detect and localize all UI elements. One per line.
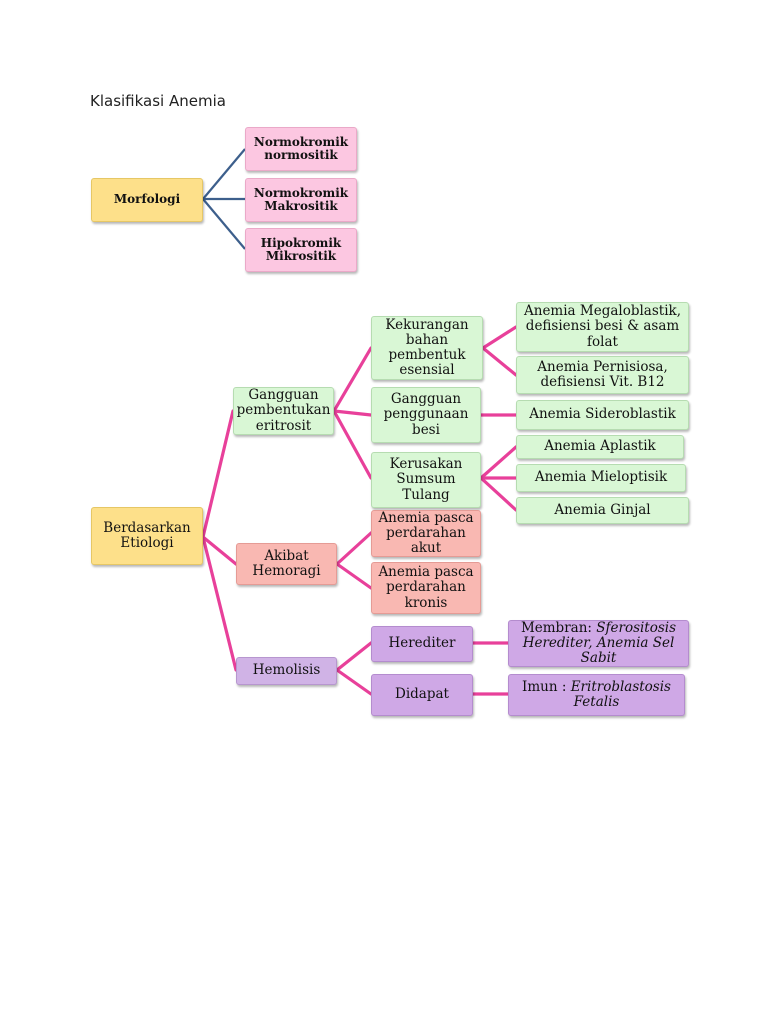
connector-etiologi-hemoragi bbox=[201, 535, 238, 566]
node-membran: Membran: Sferositosis Herediter, Anemia … bbox=[508, 620, 689, 667]
connector-morfologi-normositik bbox=[202, 148, 246, 200]
connector-gangguan-kekurangan bbox=[332, 346, 373, 413]
node-kekurangan-bahan: Kekurangan bahan pembentuk esensial bbox=[371, 316, 483, 380]
page-title: Klasifikasi Anemia bbox=[90, 92, 226, 110]
node-anemia-mieloptisik: Anemia Mieloptisik bbox=[516, 464, 686, 492]
connector-kerusakan-aplastik bbox=[479, 445, 518, 480]
node-anemia-aplastik: Anemia Aplastik bbox=[516, 435, 684, 459]
node-herediter: Herediter bbox=[371, 626, 473, 662]
node-normokromik-normositik: Normokromik normositik bbox=[245, 127, 357, 171]
morfologi-connectors bbox=[202, 148, 246, 250]
connector-gangguan-kerusakan bbox=[332, 409, 373, 480]
connector-gangguan-penggunaan bbox=[332, 409, 373, 417]
connector-hemoragi-akut bbox=[335, 531, 373, 566]
node-gangguan-penggunaan: Gangguan penggunaan besi bbox=[371, 387, 481, 443]
connector-kerusakan-ginjal bbox=[479, 476, 518, 512]
connector-hemoragi-kronis bbox=[335, 562, 373, 590]
node-hipokromik-mikrositik: Hipokromik Mikrositik bbox=[245, 228, 357, 272]
etiologi-connectors bbox=[201, 325, 518, 696]
imun-italic: Eritroblastosis Fetalis bbox=[570, 678, 671, 710]
imun-label: Imun : bbox=[522, 678, 567, 695]
node-morfologi: Morfologi bbox=[91, 178, 203, 222]
membran-label: Membran: bbox=[520, 619, 592, 636]
node-gangguan-pembentukan: Gangguan pembentukan eritrosit bbox=[233, 387, 334, 435]
node-hemolisis: Hemolisis bbox=[236, 657, 337, 685]
connector-morfologi-mikrositik bbox=[202, 198, 246, 250]
node-pasca-perdarahan-kronis: Anemia pasca perdarahan kronis bbox=[371, 562, 481, 614]
node-anemia-ginjal: Anemia Ginjal bbox=[516, 497, 689, 524]
connector-kekurangan-megaloblastik bbox=[481, 325, 518, 350]
node-normokromik-makrositik: Normokromik Makrositik bbox=[245, 178, 357, 222]
node-anemia-pernisiosa: Anemia Pernisiosa, defisiensi Vit. B12 bbox=[516, 356, 689, 394]
node-imun: Imun : Eritroblastosis Fetalis bbox=[508, 674, 685, 716]
membran-italic: Sferositosis Herediter, Anemia Sel Sabit bbox=[522, 619, 677, 667]
node-anemia-megaloblastik: Anemia Megaloblastik, defisiensi besi & … bbox=[516, 302, 689, 352]
connector-kekurangan-pernisiosa bbox=[481, 346, 518, 377]
node-didapat: Didapat bbox=[371, 674, 473, 716]
node-kerusakan-sumsum: Kerusakan Sumsum Tulang bbox=[371, 452, 481, 508]
node-akibat-hemoragi: Akibat Hemoragi bbox=[236, 543, 337, 585]
connector-hemolisis-herediter bbox=[335, 641, 373, 672]
node-anemia-sideroblastik: Anemia Sideroblastik bbox=[516, 400, 689, 430]
node-pasca-perdarahan-akut: Anemia pasca perdarahan akut bbox=[371, 510, 481, 557]
connector-etiologi-hemolisis bbox=[201, 535, 238, 672]
connector-etiologi-gangguan bbox=[201, 409, 235, 539]
connector-hemolisis-didapat bbox=[335, 668, 373, 696]
node-berdasarkan-etiologi: Berdasarkan Etiologi bbox=[91, 507, 203, 565]
